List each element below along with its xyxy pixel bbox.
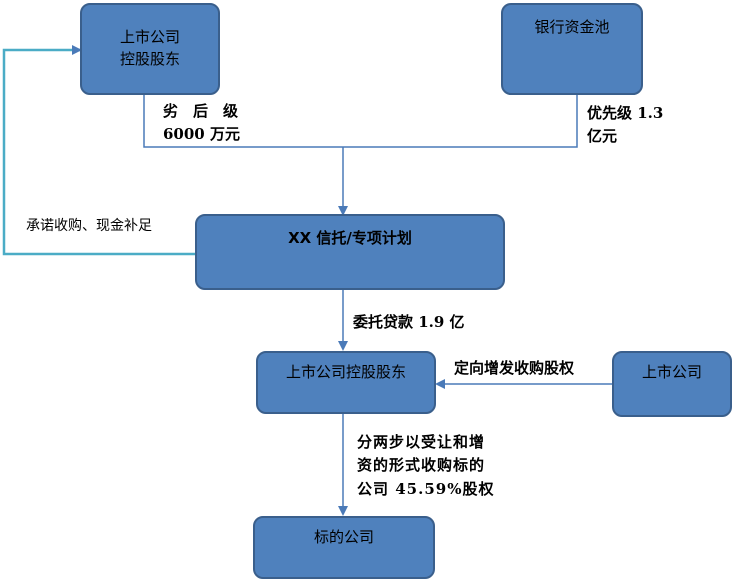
node-target-company[interactable]: 标的公司 — [253, 516, 435, 579]
node-target-company-label: 标的公司 — [313, 528, 374, 546]
node-bank-pool-label: 银行资金池 — [534, 18, 610, 36]
node-controlling-shareholder-top-line1: 上市公司 — [119, 28, 180, 47]
node-controlling-shareholder-top[interactable]: 上市公司 控股股东 — [80, 3, 220, 95]
acquisition-label: 分两步以受让和增 资的形式收购标的 公司 45.59%股权 — [357, 431, 494, 501]
node-listed-company[interactable]: 上市公司 — [612, 351, 732, 417]
subordinated-label: 劣 后 级 6000 万元 — [163, 100, 240, 147]
node-controlling-shareholder-mid[interactable]: 上市公司控股股东 — [256, 351, 436, 414]
subordinated-label-line2: 6000 万元 — [163, 125, 240, 144]
guarantee-label-text: 承诺收购、现金补足 — [26, 218, 152, 234]
senior-connector — [343, 95, 578, 148]
subordinated-connector — [143, 95, 343, 148]
entrusted-loan-label-text: 委托贷款 1.9 亿 — [353, 313, 465, 331]
acquisition-label-line3: 公司 45.59%股权 — [357, 479, 495, 498]
node-trust-plan-label: XX 信托/专项计划 — [288, 229, 412, 247]
acquisition-label-line2: 资的形式收购标的 — [357, 456, 486, 475]
senior-label: 优先级 1.3 亿元 — [587, 102, 663, 149]
subordinated-label-line1: 劣 后 级 — [163, 102, 239, 120]
private-placement-label-text: 定向增发收购股权 — [454, 359, 575, 377]
node-listed-company-label: 上市公司 — [641, 363, 702, 381]
senior-label-line2: 亿元 — [587, 127, 618, 146]
node-bank-pool[interactable]: 银行资金池 — [501, 3, 643, 95]
entrusted-loan-label: 委托贷款 1.9 亿 — [353, 311, 465, 334]
guarantee-feedback-arrow — [2, 45, 195, 256]
senior-label-line1: 优先级 1.3 — [587, 104, 664, 122]
node-controlling-shareholder-mid-label: 上市公司控股股东 — [285, 363, 406, 381]
node-trust-plan[interactable]: XX 信托/专项计划 — [195, 214, 505, 290]
node-controlling-shareholder-top-line2: 控股股东 — [119, 50, 180, 68]
guarantee-label: 承诺收购、现金补足 — [26, 216, 152, 238]
private-placement-label: 定向增发收购股权 — [454, 357, 574, 380]
acquisition-label-line1: 分两步以受让和增 — [357, 433, 486, 451]
